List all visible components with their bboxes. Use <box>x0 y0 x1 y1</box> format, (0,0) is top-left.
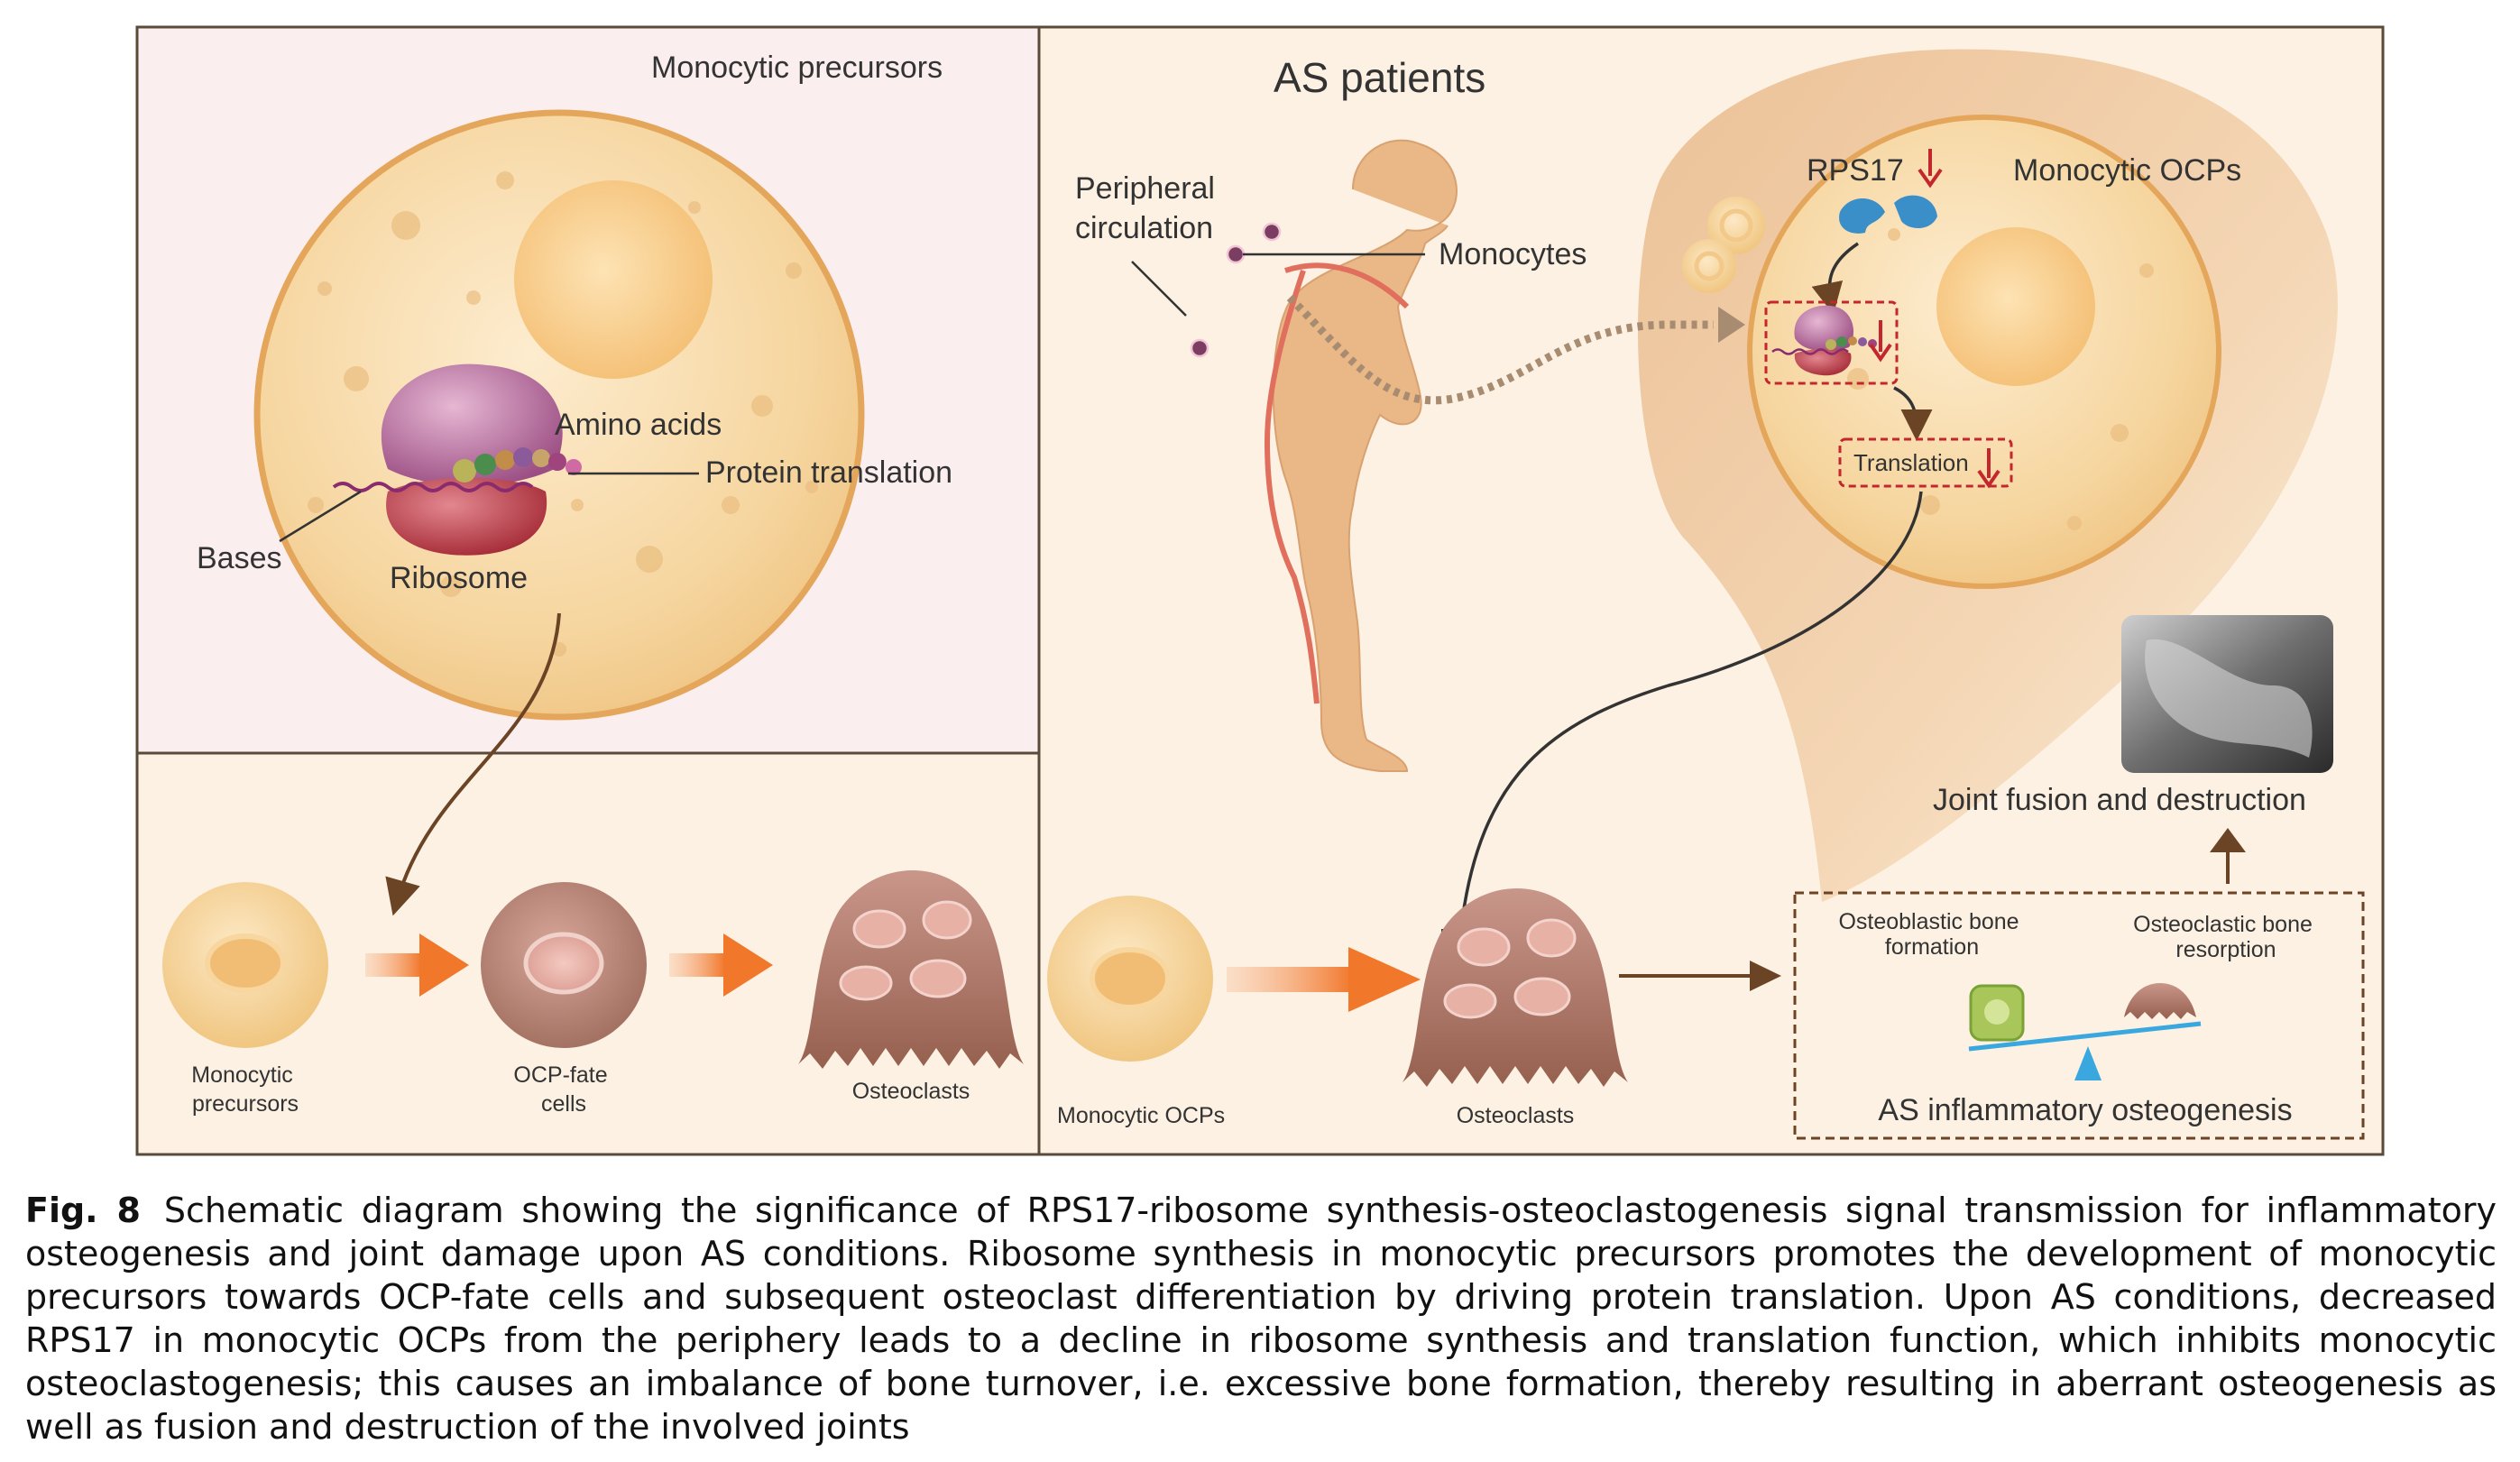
rps17-protein-icon <box>1839 195 1937 234</box>
label-ocp-fate-line1: OCP-fate <box>513 1062 607 1088</box>
vessel-monocytes <box>1190 222 1282 358</box>
mrna-strand <box>332 482 534 492</box>
label-protein-translation: Protein translation <box>705 455 952 490</box>
inhibit-line <box>1459 491 1923 930</box>
label-osteoclasts-2: Osteoclasts <box>1457 1103 1575 1128</box>
label-peripheral-line1: Peripheral <box>1075 171 1215 206</box>
label-ocp-fate-line2: cells <box>541 1091 586 1117</box>
arrow-rps17-to-ribosome <box>1811 242 1859 315</box>
arrow-orange-1 <box>365 933 469 997</box>
label-osteoclastic: Osteoclastic bone resorption <box>2133 912 2319 962</box>
label-monocytic-ocps-top: Monocytic OCPs <box>2013 153 2241 188</box>
ribosome-small-subunit <box>386 478 547 556</box>
label-monocytic-precursors-1-line2: precursors <box>192 1091 299 1117</box>
osteoclast-small-icon <box>2124 983 2196 1019</box>
label-joint-fusion: Joint fusion and destruction <box>1933 783 2306 817</box>
mini-ribosome-bottom <box>1794 348 1852 376</box>
label-osteoclasts-1: Osteoclasts <box>852 1079 970 1104</box>
title-monocytic-precursors: Monocytic precursors <box>651 51 943 85</box>
mini-amino-chain <box>1826 336 1877 350</box>
nucleus-monocytic-ocp-bottom <box>1090 947 1171 1010</box>
blood-vessel-branch <box>1284 262 1410 309</box>
ribosome-down-arrowhead <box>1869 343 1892 363</box>
cell-vesicles <box>308 171 818 657</box>
rps17-down-arrowhead <box>1918 168 1943 188</box>
mini-mrna <box>1771 348 1849 355</box>
leader-peripheral <box>1131 261 1187 317</box>
caption-fig-label: Fig. 8 <box>25 1191 141 1230</box>
balance-box <box>1793 891 2365 1140</box>
nucleus-ocp-fate <box>523 932 604 995</box>
arrow-ribosome-to-translation <box>1893 386 1933 441</box>
label-osteoclastic-line2: resorption <box>2175 937 2276 962</box>
label-monocytic-precursors-1-line1: Monocytic <box>191 1062 293 1088</box>
ocp-nucleus <box>1936 227 2095 386</box>
label-ocp-fate: OCP-fate cells <box>513 1062 613 1117</box>
arrow-to-bottom-left <box>385 612 561 916</box>
dotted-arrow-to-head <box>1286 294 1714 405</box>
label-osteoblastic-line1: Osteoblastic bone <box>1838 909 2019 934</box>
label-monocytes: Monocytes <box>1439 237 1586 271</box>
label-monocytic-ocps-bottom: Monocytic OCPs <box>1057 1103 1225 1128</box>
nucleus-monocytic-precursor <box>205 933 286 993</box>
translation-box <box>1838 437 2013 488</box>
arrow-orange-2 <box>669 933 773 997</box>
label-peripheral-line2: circulation <box>1075 211 1213 245</box>
title-as-patients: AS patients <box>1274 54 1485 101</box>
osteoclast-nuclei <box>839 900 972 1001</box>
label-translation: Translation <box>1853 449 1969 476</box>
label-bases: Bases <box>197 541 282 575</box>
ribosome-box <box>1764 300 1899 385</box>
xray-bone <box>2145 639 2313 758</box>
human-figure <box>1272 139 1458 772</box>
small-monocytes-near-head <box>1682 197 1765 293</box>
label-rps17: RPS17 <box>1807 153 1904 188</box>
osteoblast-icon-nucleus <box>1984 999 2010 1025</box>
label-osteoblastic-line2: formation <box>1885 934 1979 960</box>
label-amino-acids: Amino acids <box>555 408 722 442</box>
translation-down-arrowhead <box>1977 469 2000 489</box>
label-osteoblastic: Osteoblastic bone formation <box>1838 909 2025 960</box>
leader-bases <box>279 490 362 543</box>
label-peripheral-circulation: Peripheral circulation <box>1075 171 1223 245</box>
arrow-to-balance-head <box>1750 961 1781 991</box>
blood-vessel <box>1264 270 1320 704</box>
label-ribosome: Ribosome <box>390 561 528 595</box>
label-osteoclastic-line1: Osteoclastic bone <box>2133 912 2313 937</box>
arrow-up-head <box>2210 828 2246 852</box>
figure-svg: Monocytic precursors Amino acids Protein… <box>135 25 2385 1156</box>
large-nucleus <box>514 180 713 379</box>
label-as-inflammatory: AS inflammatory osteogenesis <box>1878 1093 2292 1127</box>
label-monocytic-precursors-1: Monocytic precursors <box>191 1062 299 1117</box>
seesaw-fulcrum <box>2074 1046 2102 1080</box>
arrow-orange-3 <box>1227 947 1421 1012</box>
seesaw-beam <box>1968 1021 2202 1052</box>
dotted-arrowhead <box>1718 307 1745 343</box>
caption-text: Schematic diagram showing the significan… <box>25 1191 2497 1447</box>
amino-acid-chain <box>453 447 582 483</box>
osteoclast-right-nuclei <box>1443 918 1577 1019</box>
